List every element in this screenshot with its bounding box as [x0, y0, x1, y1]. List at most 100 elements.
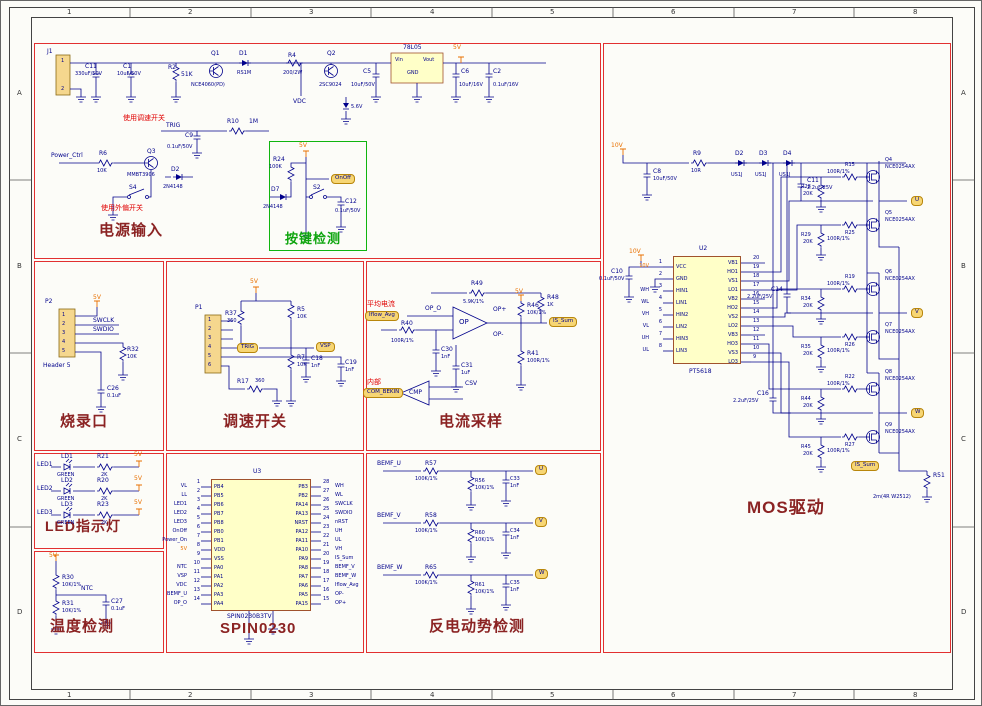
- section-title-programming-port: 烧录口: [60, 413, 109, 430]
- schematic-label: R40: [401, 320, 413, 327]
- schematic-label: 5V: [49, 552, 57, 559]
- net-tag: TRIG: [237, 343, 259, 353]
- schematic-label: 2: [196, 488, 200, 494]
- schematic-label: HIN2: [676, 311, 689, 318]
- schematic-label: VS3: [728, 349, 738, 356]
- schematic-label: 360: [255, 378, 265, 384]
- schematic-label: nRST: [335, 519, 348, 525]
- schematic-label: 10K/1%: [62, 608, 82, 614]
- schematic-label: PA2: [214, 582, 224, 589]
- schematic-label: 5.6V: [351, 104, 363, 110]
- schematic-label: 4: [62, 339, 66, 345]
- schematic-label: R7: [297, 354, 305, 361]
- schematic-label: PB6: [214, 501, 224, 508]
- schematic-label: WH: [335, 483, 344, 489]
- schematic-label: LD3: [61, 501, 73, 508]
- schematic-label: LO3: [728, 358, 738, 365]
- grid-col-label: 6: [671, 8, 676, 16]
- schematic-label: 6: [196, 524, 200, 530]
- schematic-label: 100R/1%: [827, 348, 850, 354]
- grid-col-label: 3: [309, 8, 314, 16]
- grid-row-label: C: [17, 435, 22, 443]
- schematic-label: C19: [345, 359, 357, 366]
- schematic-label: 10K: [97, 168, 107, 174]
- schematic-label: UH: [641, 335, 649, 341]
- schematic-label: BEMF_U: [167, 591, 187, 597]
- schematic-label: 0.1uF/50V: [599, 276, 625, 282]
- schematic-label: 20: [753, 255, 760, 261]
- schematic-label: 10: [753, 345, 760, 351]
- schematic-label: WH: [640, 287, 649, 293]
- schematic-label: 78L05: [403, 44, 422, 51]
- schematic-label: R48: [547, 294, 559, 301]
- schematic-label: VDC: [176, 582, 187, 588]
- schematic-label: 0.1uF/16V: [493, 82, 519, 88]
- section-mcu: [166, 453, 364, 653]
- schematic-label: VSP: [177, 573, 187, 579]
- schematic-label: NCE0254AX: [885, 376, 915, 382]
- schematic-label: C30: [441, 346, 453, 353]
- schematic-label: 10K/1%: [62, 582, 82, 588]
- schematic-label: Q3: [147, 148, 156, 155]
- schematic-label: 51K: [181, 71, 193, 78]
- schematic-label: LD1: [61, 453, 73, 460]
- schematic-label: LED3: [37, 509, 53, 516]
- schematic-label: 8: [196, 542, 200, 548]
- schematic-label: 4: [196, 506, 200, 512]
- schematic-label: 5V: [515, 288, 523, 295]
- schematic-label: CSV: [465, 380, 478, 387]
- schematic-label: R60: [475, 530, 485, 536]
- schematic-label: VH: [641, 311, 649, 317]
- schematic-label: 12: [753, 327, 760, 333]
- schematic-label: 13: [193, 587, 200, 593]
- grid-col-label: 1: [67, 691, 72, 699]
- schematic-label: UL: [335, 537, 342, 543]
- schematic-label: R27: [845, 442, 855, 448]
- schematic-label: R25: [845, 230, 855, 236]
- schematic-label: PB7: [214, 510, 224, 517]
- schematic-label: R24: [273, 156, 285, 163]
- grid-row-label: A: [17, 89, 22, 97]
- schematic-label: LED2: [37, 485, 53, 492]
- schematic-label: 1: [658, 259, 662, 265]
- schematic-label: GND: [676, 275, 688, 282]
- schematic-label: 10: [193, 560, 200, 566]
- schematic-label: R35: [801, 344, 811, 350]
- schematic-label: 10uF/50V: [117, 71, 141, 77]
- schematic-label: 1K: [547, 302, 554, 308]
- schematic-label: 5V: [250, 278, 258, 285]
- schematic-label: 3: [62, 330, 66, 336]
- schematic-label: PA12: [295, 528, 308, 535]
- schematic-label: C16: [757, 390, 769, 397]
- schematic-label: 6: [208, 362, 212, 368]
- schematic-label: 1: [196, 479, 200, 485]
- grid-col-label: 3: [309, 691, 314, 699]
- schematic-label: NTC: [177, 564, 187, 570]
- schematic-label: C11: [807, 177, 819, 184]
- schematic-label: R20: [97, 477, 109, 484]
- schematic-label: C9: [185, 132, 194, 139]
- schematic-label: OP+: [335, 600, 347, 606]
- schematic-label: 18: [753, 273, 760, 279]
- grid-col-label: 5: [550, 8, 555, 16]
- grid-col-label: 7: [792, 691, 797, 699]
- schematic-label: PB8: [214, 519, 224, 526]
- schematic-label: 15: [323, 596, 330, 602]
- schematic-label: VDD: [214, 546, 226, 553]
- schematic-label: 2.2uF/25V: [807, 185, 833, 191]
- schematic-label: 2N4148: [163, 184, 183, 190]
- section-led-indicator: [34, 453, 164, 549]
- section-title-power-input: 电源输入: [99, 222, 164, 239]
- schematic-label: RS1M: [237, 70, 252, 76]
- schematic-label: R28: [801, 184, 811, 190]
- schematic-label: R37: [225, 310, 237, 317]
- schematic-label: 19: [323, 560, 330, 566]
- schematic-label: C14: [771, 286, 783, 293]
- schematic-label: VB2: [727, 295, 738, 302]
- schematic-label: 2K: [101, 520, 108, 526]
- section-title-temperature-detect: 温度检测: [50, 618, 115, 635]
- schematic-label: 100R/1%: [827, 381, 850, 387]
- schematic-label: 0.1uF: [111, 606, 125, 612]
